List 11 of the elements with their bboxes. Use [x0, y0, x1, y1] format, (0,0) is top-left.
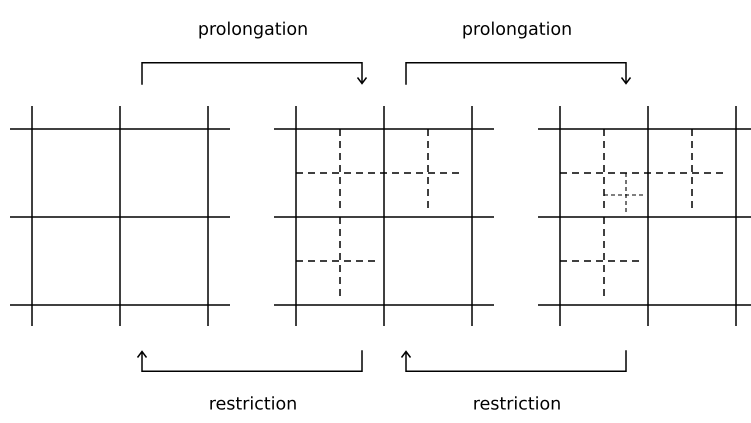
- arrow: [141, 62, 368, 85]
- edge-label: restriction: [210, 396, 296, 410]
- edge-label: prolongation: [199, 22, 307, 38]
- edge-label: restriction: [474, 396, 560, 410]
- edge-label: prolongation: [463, 22, 571, 38]
- arrow: [405, 62, 632, 85]
- grid-drawing: [538, 106, 751, 326]
- grid-drawing: [10, 106, 230, 326]
- arrow: [136, 350, 363, 372]
- grid-drawing: [274, 106, 494, 326]
- arrow: [400, 350, 627, 372]
